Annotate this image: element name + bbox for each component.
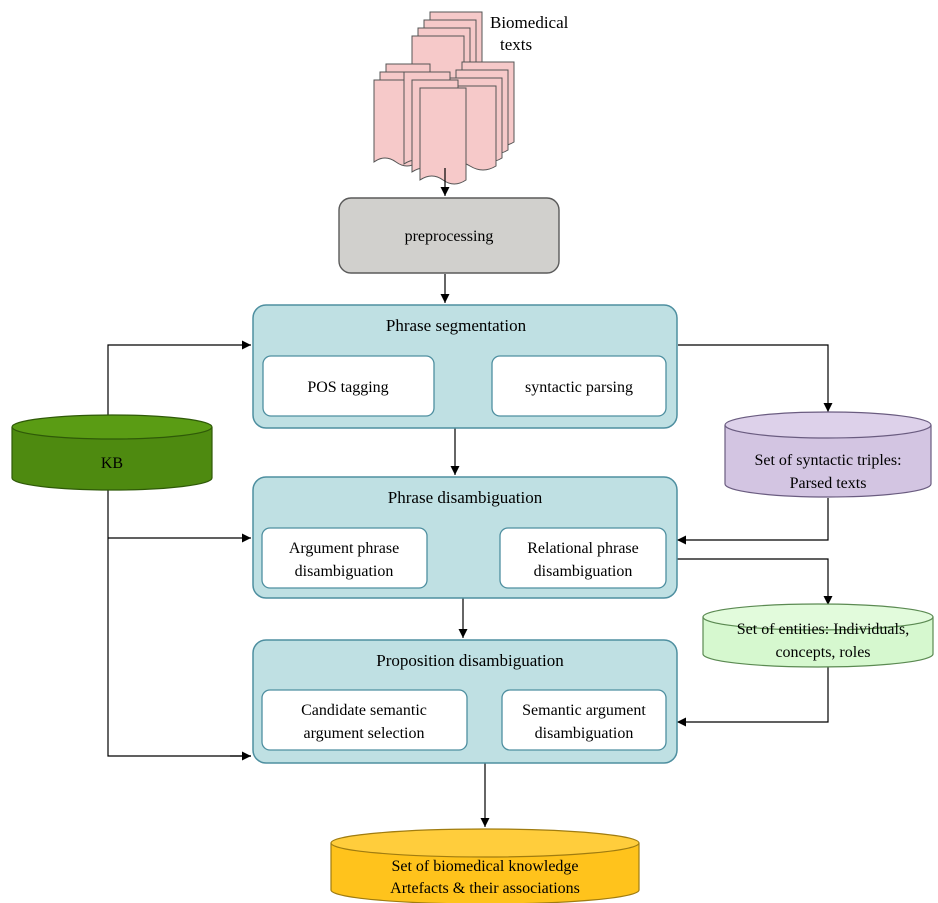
syntactic-triples-label-line2: Parsed texts: [790, 475, 867, 492]
pos-tagging-label: POS tagging: [307, 379, 388, 396]
argument-phrase-label-line1: Argument phrase: [289, 540, 399, 557]
argument-phrase-box: [261, 527, 428, 589]
candidate-semantic-box: [261, 689, 468, 751]
syntactic-parsing-label: syntactic parsing: [525, 379, 633, 396]
phrase-disambiguation-title: Phrase disambiguation: [388, 488, 543, 507]
syntactic-triples-database-icon: [724, 411, 932, 498]
semantic-argument-label-line1: Semantic argument: [522, 702, 646, 719]
syntactic-parsing-box: [491, 355, 667, 417]
preprocessing-label: preprocessing: [405, 228, 494, 245]
kb-database-icon: [11, 414, 213, 491]
kb-label: KB: [101, 455, 123, 472]
semantic-argument-label-line2: disambiguation: [535, 725, 634, 742]
semantic-argument-box: [501, 689, 667, 751]
preprocessing-box: [338, 197, 560, 274]
syntactic-triples-label-line1: Set of syntactic triples:: [754, 452, 901, 469]
arrow-entities-to-proposition: [677, 667, 829, 727]
relational-phrase-label-line1: Relational phrase: [527, 540, 639, 557]
arrow-triples-to-disambiguation: [677, 498, 829, 545]
candidate-semantic-label-line2: argument selection: [304, 725, 425, 742]
arrow-disambiguation-to-entities: [677, 558, 833, 605]
arrow-kb-to-segmentation: [107, 340, 251, 415]
arrow-segmentation-to-triples: [678, 344, 833, 412]
documents-icon: [373, 11, 515, 185]
entities-database-icon: [702, 603, 934, 668]
relational-phrase-label-line2: disambiguation: [534, 563, 633, 580]
line-kb-down: [107, 488, 251, 757]
knowledge-label-line2: Artefacts & their associations: [390, 880, 580, 897]
entities-label-line1: Set of entities: Individuals,: [737, 621, 909, 638]
documents-label-line1: Biomedical: [490, 13, 569, 32]
documents-label-line2: texts: [500, 35, 532, 54]
argument-phrase-label-line2: disambiguation: [295, 563, 394, 580]
candidate-semantic-label-line1: Candidate semantic: [301, 702, 427, 719]
knowledge-database-icon: [330, 828, 640, 903]
knowledge-label-line1: Set of biomedical knowledge: [391, 858, 578, 875]
phrase-segmentation-title: Phrase segmentation: [386, 316, 527, 335]
relational-phrase-box: [499, 527, 667, 589]
pos-tagging-box: [262, 355, 435, 417]
proposition-disambiguation-title: Proposition disambiguation: [376, 651, 564, 670]
entities-label-line2: concepts, roles: [775, 644, 870, 661]
